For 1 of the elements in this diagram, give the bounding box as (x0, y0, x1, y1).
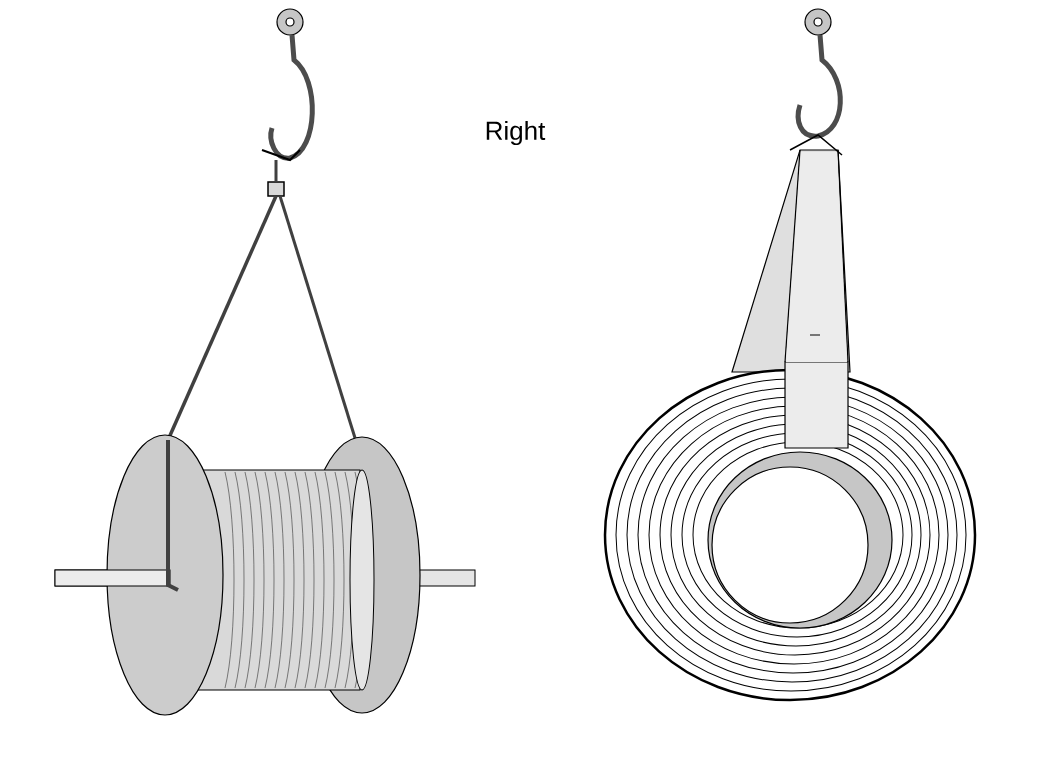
label: Right (486, 120, 546, 146)
